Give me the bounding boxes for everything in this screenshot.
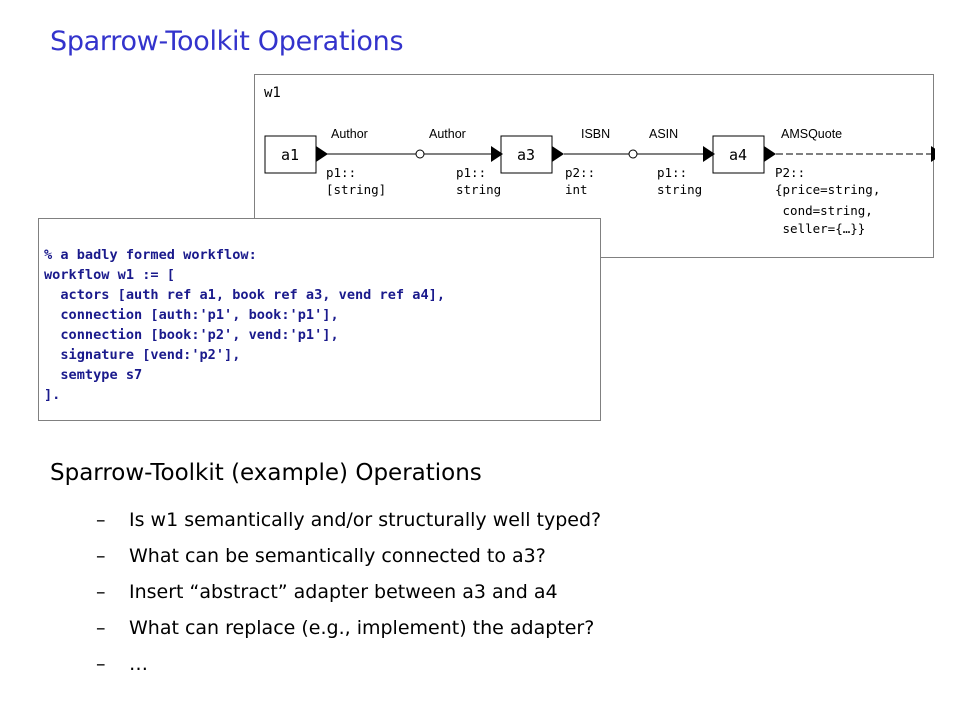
type-annotation-line: p1:: [657,165,687,180]
workflow-name: w1 [264,85,281,101]
type-annotation-line: p2:: [565,165,595,180]
bullet-marker: – [96,653,106,675]
bullet-marker: – [96,545,106,567]
type-annotation-line: [string] [326,182,386,197]
list-item: – What can replace (e.g., implement) the … [96,610,601,646]
list-item-text: What can be semantically connected to a3… [129,545,546,567]
type-annotation-line: cond=string, [775,203,873,218]
output-port-a1-icon[interactable] [316,146,328,162]
port-label-author-in: Author [429,127,466,141]
type-annotation-line: string [657,182,702,197]
input-port-a4-icon[interactable] [703,146,715,162]
type-annotation-line: p1:: [326,165,356,180]
actor-a3-label: a3 [517,146,535,164]
code-line: % a badly formed workflow: [44,247,257,263]
code-line: signature [vend:'p2'], [44,347,241,363]
port-label-amsquote: AMSQuote [781,127,842,141]
list-item: – Insert “abstract” adapter between a3 an… [96,574,601,610]
list-item-text: Insert “abstract” adapter between a3 and… [129,581,558,603]
section-subtitle: Sparrow-Toolkit (example) Operations [50,460,482,486]
slide-title: Sparrow-Toolkit Operations [50,26,404,57]
bullet-marker: – [96,509,106,531]
type-annotation-line: string [456,182,501,197]
port-label-asin: ASIN [649,127,678,141]
output-port-a4-icon[interactable] [764,146,776,162]
code-line: connection [book:'p2', vend:'p1'], [44,327,339,343]
operations-list: – Is w1 semantically and/or structurally … [96,502,601,682]
actor-a1-box[interactable] [264,135,317,174]
actor-a3-box[interactable] [500,135,553,174]
bullet-marker: – [96,581,106,603]
input-port-a3-icon[interactable] [491,146,503,162]
code-line: connection [auth:'p1', book:'p1'], [44,307,339,323]
port-label-isbn: ISBN [581,127,610,141]
list-item: –… [96,646,601,682]
port-label-author-out: Author [331,127,368,141]
type-annotation-line: P2:: [775,165,805,180]
list-item-text: Is w1 semantically and/or structurally w… [129,509,602,531]
workflow-canvas: w1 a1 a3 a4 Author Author ISBN ASIN AMSQ… [264,85,935,236]
code-line: workflow w1 := [ [44,267,175,283]
list-item: – What can be semantically connected to a… [96,538,601,574]
type-annotation-line: p1:: [456,165,486,180]
bullet-marker: – [96,617,106,639]
list-item-text: What can replace (e.g., implement) the a… [129,617,595,639]
actor-a4-label: a4 [729,146,747,164]
actor-a1-label: a1 [281,146,299,164]
output-port-a3-icon[interactable] [552,146,564,162]
type-annotation-line: int [565,182,588,197]
workflow-code-listing: % a badly formed workflow: workflow w1 :… [38,218,601,421]
code-line: semtype s7 [44,367,143,383]
type-annotation-line: {price=string, [775,182,880,197]
connection-node-icon[interactable] [415,149,425,159]
type-annotation-line: seller={…}} [775,221,865,236]
list-item: – Is w1 semantically and/or structurally … [96,502,601,538]
connection-node-icon[interactable] [628,149,638,159]
code-line: ]. [44,387,61,403]
dangling-arrow-icon [931,146,935,162]
code-line: actors [auth ref a1, book ref a3, vend r… [44,287,446,303]
list-item-text: … [129,653,148,675]
